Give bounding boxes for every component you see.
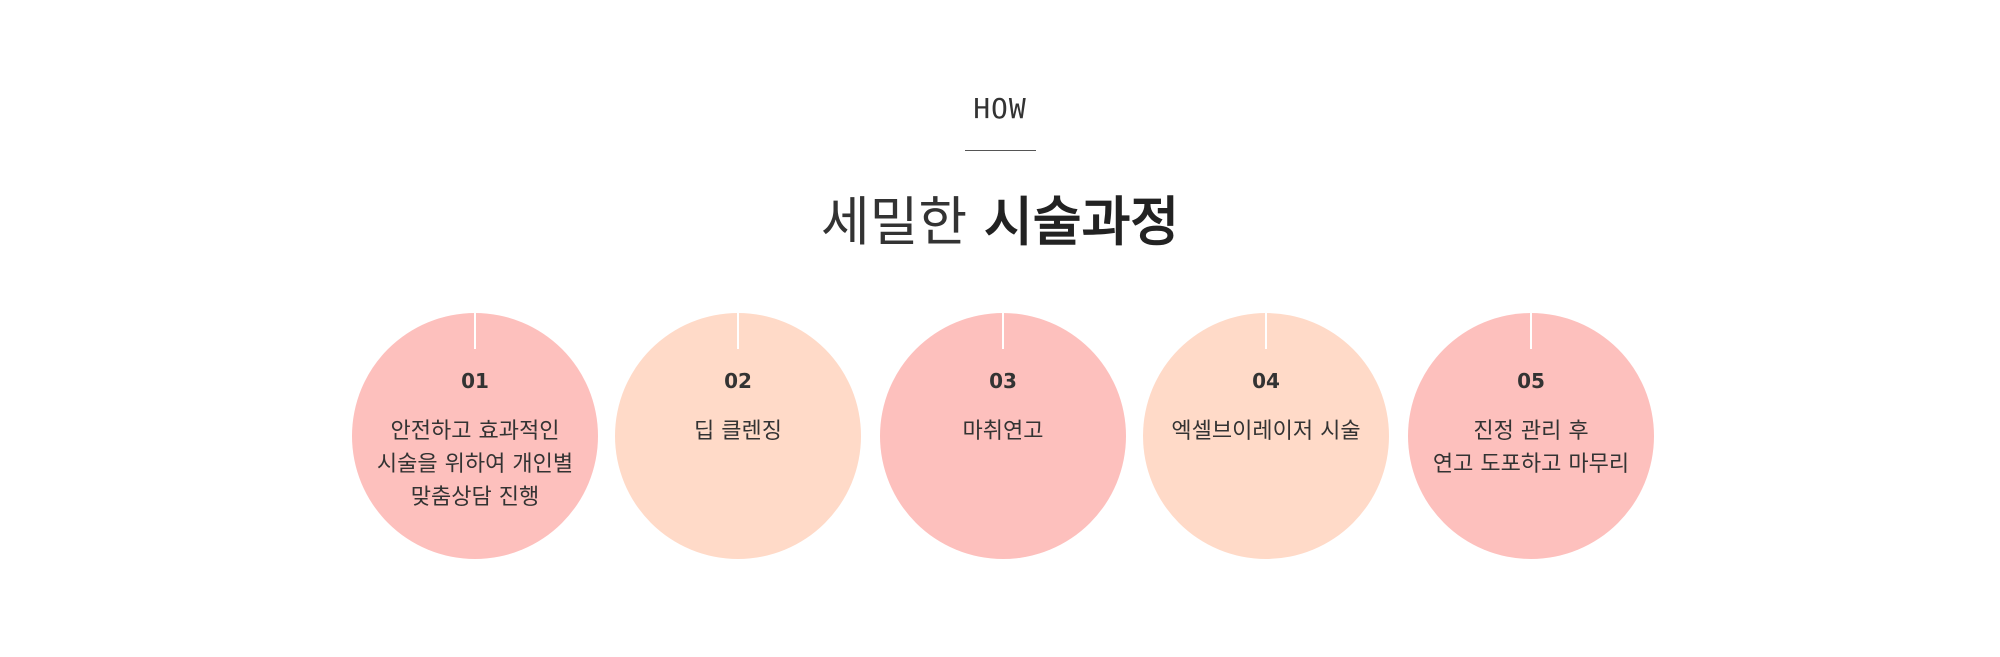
section-title-light: 세밀한 [820, 192, 968, 253]
section-eyebrow: HOW [973, 92, 1027, 125]
step-number: 04 [1252, 369, 1280, 393]
step-description-line: 진정 관리 후 [1473, 419, 1589, 444]
step-description: 안전하고 효과적인 시술을 위하여 개인별 맞춤상담 진행 [352, 415, 598, 514]
step-description-line: 시술을 위하여 개인별 [376, 452, 574, 477]
process-step-2: 02 딥 클렌징 [615, 313, 861, 559]
section-title: 세밀한 시술과정 [0, 190, 2000, 256]
process-step-4: 04 엑셀브이레이저 시술 [1143, 313, 1389, 559]
step-number: 01 [461, 369, 489, 393]
step-description-line: 맞춤상담 진행 [410, 485, 540, 510]
step-description-line: 연고 도포하고 마무리 [1432, 452, 1630, 477]
process-step-1: 01 안전하고 효과적인 시술을 위하여 개인별 맞춤상담 진행 [352, 313, 598, 559]
step-description-line: 딥 클렌징 [694, 419, 782, 444]
step-description-line: 안전하고 효과적인 [390, 419, 560, 444]
step-description-line: 엑셀브이레이저 시술 [1171, 419, 1361, 444]
eyebrow-divider [965, 150, 1036, 151]
process-step-3: 03 마취연고 [880, 313, 1126, 559]
process-step-5: 05 진정 관리 후 연고 도포하고 마무리 [1408, 313, 1654, 559]
step-description: 진정 관리 후 연고 도포하고 마무리 [1408, 415, 1654, 481]
step-number: 05 [1517, 369, 1545, 393]
step-description-line: 마취연고 [962, 419, 1044, 444]
step-number: 02 [724, 369, 752, 393]
step-description: 마취연고 [880, 415, 1126, 448]
step-number: 03 [989, 369, 1017, 393]
step-description: 엑셀브이레이저 시술 [1143, 415, 1389, 448]
section-title-bold: 시술과정 [984, 192, 1180, 253]
step-description: 딥 클렌징 [615, 415, 861, 448]
process-steps: 01 안전하고 효과적인 시술을 위하여 개인별 맞춤상담 진행 02 딥 클렌… [0, 313, 2000, 561]
